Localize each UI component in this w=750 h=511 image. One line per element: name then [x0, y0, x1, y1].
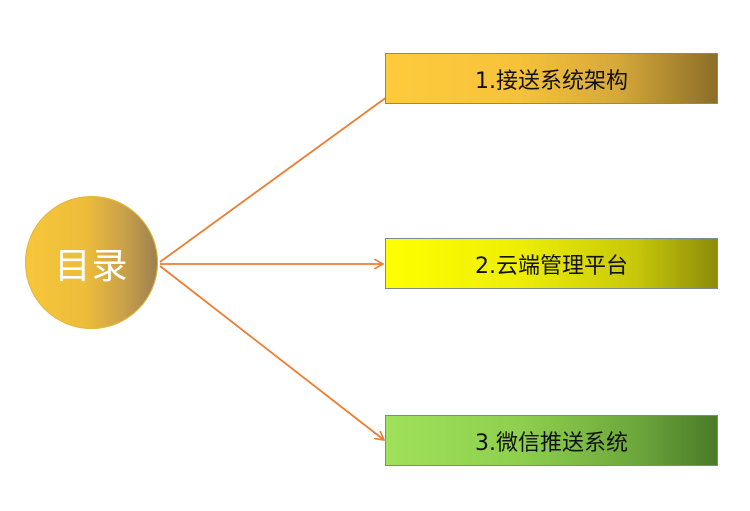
arrow-to-item-1: [159, 86, 402, 263]
item-box-3: 3.微信推送系统: [385, 415, 718, 466]
item-label-3: 3.微信推送系统: [475, 430, 628, 456]
item-box-2: 2.云端管理平台: [385, 238, 718, 289]
center-node-label: 目录: [54, 245, 129, 287]
item-label-2: 2.云端管理平台: [475, 253, 628, 279]
arrow-to-item-3: [159, 265, 384, 440]
item-box-1: 1.接送系统架构: [385, 53, 718, 104]
item-label-1: 1.接送系统架构: [475, 68, 628, 94]
center-node: 目录: [25, 196, 158, 329]
